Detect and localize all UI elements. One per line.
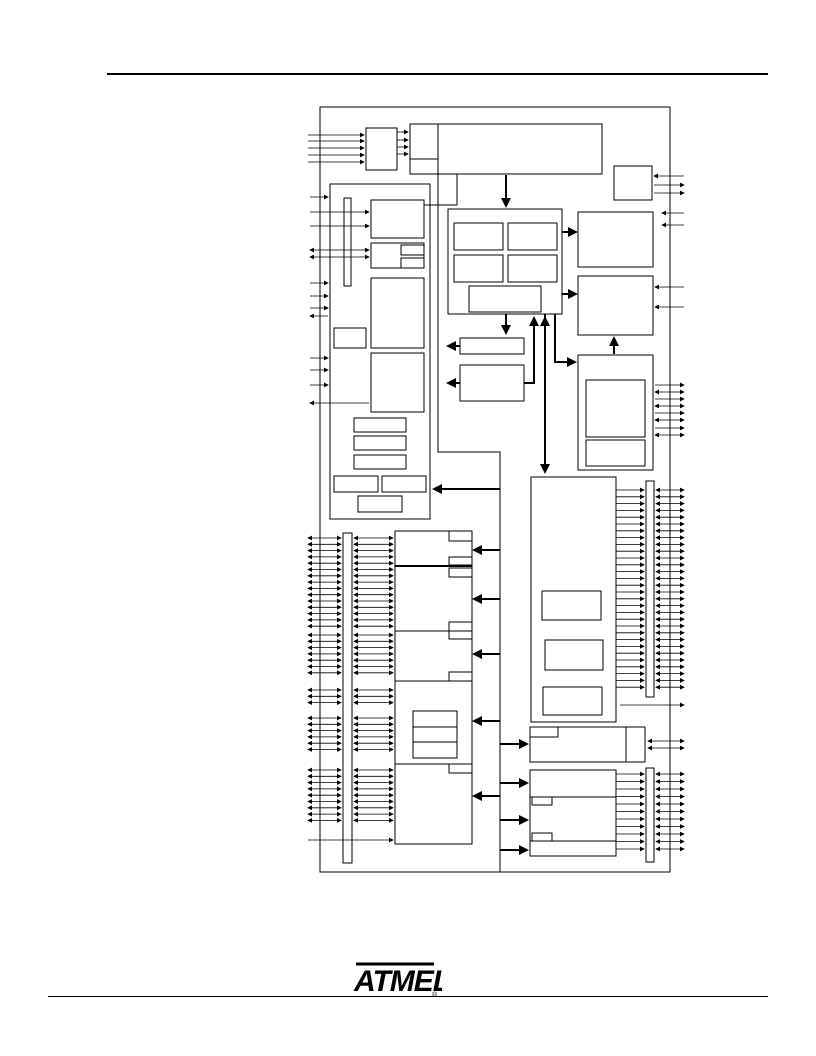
- header-rule: [107, 73, 768, 75]
- periph-block-3: [394, 680, 473, 765]
- footer-rule: [48, 996, 768, 997]
- atmel-logo: ATMEL ®: [353, 962, 442, 999]
- large-right-block: [530, 476, 617, 723]
- right-block-3: [577, 354, 654, 471]
- center-block-2: [459, 364, 525, 402]
- input-block-top: [365, 127, 398, 171]
- periph-block-1: [394, 530, 473, 632]
- atmel-logo-text: ATMEL: [353, 965, 442, 998]
- right-lower-block: [529, 769, 617, 857]
- right-block-1: [577, 211, 654, 268]
- registered-mark: ®: [432, 991, 438, 999]
- right-bus-bar-2: [645, 767, 655, 863]
- periph-block-4: [394, 763, 473, 845]
- left-bus-bar-top: [343, 197, 352, 287]
- top-wide-block: [409, 123, 603, 175]
- left-subsystem: [329, 183, 431, 520]
- left-block-4: [370, 352, 425, 413]
- right-io-block: [529, 726, 646, 763]
- left-bus-bar-bottom: [342, 532, 353, 864]
- center-block-1: [459, 337, 525, 355]
- core-block: [447, 208, 563, 315]
- right-block-2: [577, 275, 654, 336]
- right-bus-bar-1: [645, 480, 655, 698]
- left-block-3: [370, 277, 425, 349]
- left-block-1: [370, 199, 425, 239]
- top-wide-subblock: [409, 123, 439, 160]
- right-small-block: [613, 165, 653, 201]
